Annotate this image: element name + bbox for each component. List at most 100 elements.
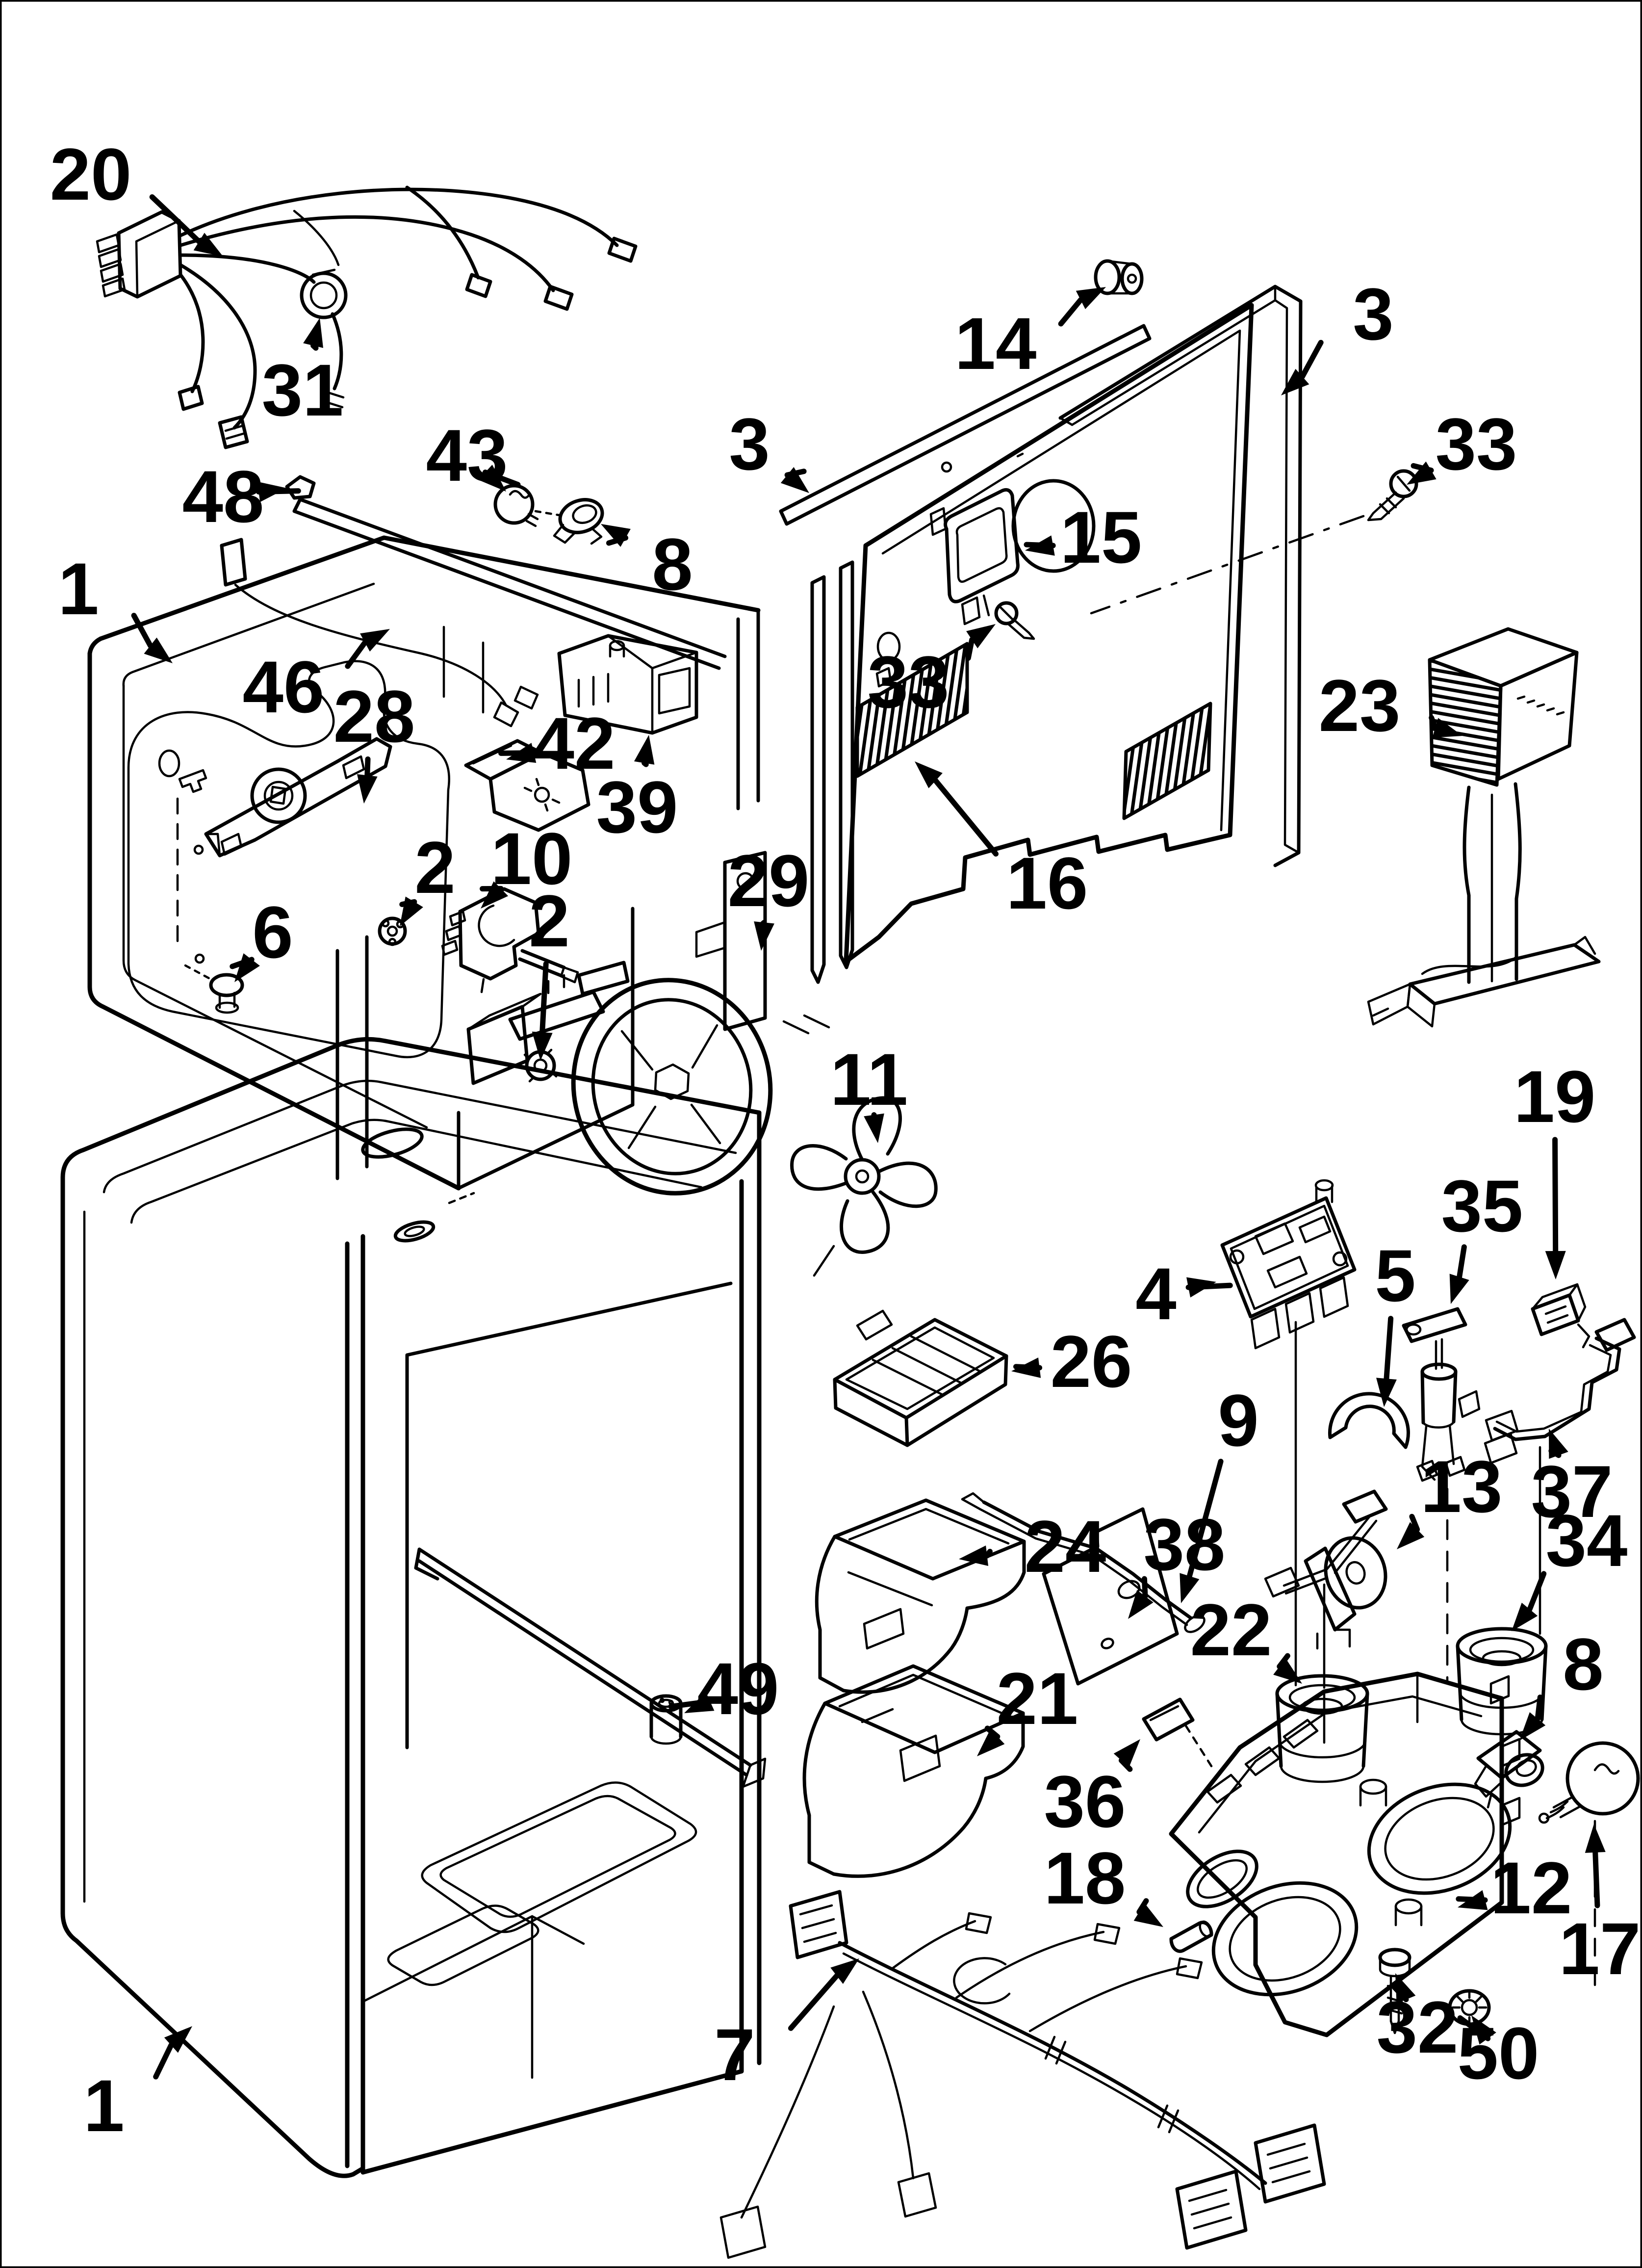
wiring-harness-7-drawing	[719, 1890, 1326, 2259]
callout-arrow-23	[1429, 715, 1438, 731]
projection-chevrons	[782, 1014, 830, 1035]
damper-35-drawing	[1402, 1307, 1481, 1684]
callout-arrowhead-12	[1458, 1890, 1488, 1910]
callout-label-37: 37	[1531, 1450, 1613, 1533]
callout-arrowhead-48	[257, 481, 287, 502]
freezer-liner-drawing	[87, 535, 761, 1191]
callout-arrowhead-9	[1180, 1573, 1200, 1603]
callout-arrowhead-5	[1376, 1378, 1397, 1407]
callout-arrowhead-43	[478, 465, 506, 492]
callout-arrowhead-22	[1273, 1658, 1302, 1684]
callout-label-34: 34	[1546, 1499, 1628, 1582]
callout-label-6: 6	[252, 891, 293, 973]
callout-arrowhead-28	[357, 774, 378, 804]
callout-label-3: 3	[729, 403, 770, 485]
callout-arrowhead-46	[360, 629, 390, 652]
callout-arrowhead-3	[1281, 368, 1309, 395]
callout-label-35: 35	[1441, 1165, 1523, 1247]
air-tower-23-drawing	[1367, 627, 1601, 1028]
callout-arrow-13	[1409, 1513, 1420, 1533]
air-duct-21-drawing	[802, 1664, 1025, 1878]
fan-blade-11-drawing	[790, 1096, 938, 1277]
callout-arrowhead-18	[1133, 1903, 1163, 1927]
cup-34-drawing	[1456, 1627, 1548, 1736]
callout-label-10: 10	[491, 817, 573, 900]
callout-label-43: 43	[426, 414, 508, 496]
callout-arrowhead-2	[400, 896, 423, 926]
callout-arrowhead-38	[1128, 1590, 1154, 1619]
refrigerator-liner-drawing	[60, 1037, 767, 2178]
callout-arrow-16	[933, 778, 999, 857]
callout-arrowhead-8	[1519, 1712, 1546, 1741]
callout-arrow-3	[1299, 339, 1324, 380]
bracket-13-drawing	[1264, 1489, 1388, 1650]
callout-arrowhead-10	[481, 881, 509, 909]
roller-pin-18-drawing	[1169, 1920, 1213, 1953]
callout-label-4: 4	[1135, 1252, 1176, 1335]
callout-arrowhead-33	[966, 624, 996, 649]
retainer-clip-5-drawing	[1328, 1392, 1410, 1449]
harness-strap-37-drawing	[1484, 1318, 1636, 1635]
callout-arrowhead-37	[1549, 1429, 1568, 1459]
callout-arrowhead-36	[1113, 1739, 1140, 1768]
callout-label-39: 39	[596, 766, 678, 848]
callout-arrowhead-20	[193, 233, 223, 257]
callout-arrowhead-1	[164, 2026, 192, 2053]
callout-arrow-35	[1457, 1244, 1467, 1280]
callout-label-20: 20	[50, 133, 132, 215]
callout-label-33: 33	[868, 641, 949, 723]
callout-label-33: 33	[1436, 403, 1517, 485]
callout-arrow-17	[1592, 1850, 1600, 1908]
control-board-4-drawing	[1220, 1179, 1357, 1687]
callout-arrowhead-4	[1186, 1277, 1216, 1298]
callout-label-8: 8	[1563, 1623, 1603, 1705]
callout-label-36: 36	[1044, 1760, 1126, 1843]
callout-arrowhead-29	[754, 921, 774, 951]
callout-arrow-19	[1552, 1137, 1559, 1254]
callout-arrowhead-15	[1025, 535, 1055, 556]
fan-shroud-29-drawing	[466, 851, 773, 1196]
callout-label-16: 16	[1006, 842, 1088, 924]
callout-arrow-28	[364, 756, 371, 778]
callout-arrowhead-2	[532, 1031, 553, 1061]
callout-label-5: 5	[1375, 1234, 1415, 1317]
callout-label-2: 2	[414, 826, 455, 909]
callout-label-15: 15	[1060, 496, 1142, 578]
callout-label-7: 7	[714, 2013, 755, 2096]
callout-label-19: 19	[1514, 1055, 1596, 1138]
callout-arrowhead-35	[1449, 1274, 1469, 1304]
callout-label-18: 18	[1044, 1837, 1126, 1919]
callout-arrow-20	[149, 194, 202, 244]
callout-arrowhead-11	[864, 1113, 884, 1143]
callout-label-1: 1	[58, 547, 99, 630]
light-bulb-17-drawing	[1538, 1741, 1640, 1989]
control-housing-12-drawing	[1169, 1671, 1521, 2037]
callout-arrowhead-3	[780, 467, 809, 493]
callout-arrow-1	[153, 2042, 174, 2080]
callout-label-11: 11	[830, 1038, 908, 1121]
callout-arrow-31	[310, 342, 319, 351]
callout-arrow-7	[788, 1973, 840, 2031]
screw-33b-drawing	[994, 601, 1035, 640]
callout-label-48: 48	[182, 455, 264, 538]
callout-arrowhead-39	[634, 735, 655, 765]
callout-arrow-34	[1527, 1571, 1547, 1612]
callout-label-3: 3	[1353, 273, 1393, 355]
callout-arrowhead-1	[144, 637, 173, 663]
tray-26-drawing	[833, 1309, 1008, 1447]
screw-33a-drawing	[1090, 469, 1418, 615]
callout-label-14: 14	[955, 302, 1037, 385]
callout-label-31: 31	[262, 349, 344, 431]
callout-label-24: 24	[1025, 1505, 1106, 1588]
top-gasket-strip-3-drawing	[779, 324, 1152, 526]
callout-label-50: 50	[1458, 2012, 1539, 2094]
square-pad-36-drawing	[1142, 1697, 1213, 1768]
callout-arrow-5	[1384, 1316, 1394, 1382]
standoff-49-drawing	[649, 1694, 683, 1745]
callout-arrow-38	[1141, 1576, 1148, 1599]
callout-arrowhead-26	[1011, 1357, 1041, 1378]
callout-label-38: 38	[1144, 1503, 1226, 1586]
